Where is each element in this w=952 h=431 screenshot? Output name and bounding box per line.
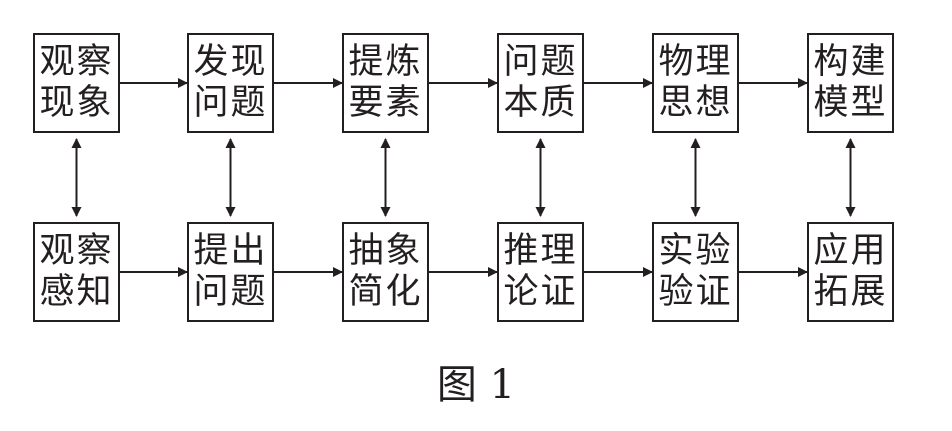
node-label-line: 现象 bbox=[39, 83, 114, 123]
node-label-line: 问题 bbox=[503, 42, 578, 82]
top-node-6: 构建模型 bbox=[807, 33, 894, 133]
node-label-line: 问题 bbox=[193, 83, 268, 123]
node-label-line: 发现 bbox=[193, 42, 268, 82]
top-node-5: 物理思想 bbox=[652, 33, 739, 133]
node-label-line: 模型 bbox=[813, 83, 888, 123]
node-label-line: 抽象 bbox=[348, 231, 423, 271]
node-label-line: 拓展 bbox=[813, 272, 888, 312]
figure-caption: 图 1 bbox=[436, 362, 516, 408]
node-label-line: 论证 bbox=[503, 272, 578, 312]
node-label-line: 构建 bbox=[813, 42, 888, 82]
bottom-node-3: 抽象简化 bbox=[342, 222, 429, 322]
node-label-line: 推理 bbox=[503, 231, 578, 271]
node-label-line: 简化 bbox=[348, 272, 423, 312]
bottom-node-4: 推理论证 bbox=[497, 222, 584, 322]
node-label-line: 提出 bbox=[193, 231, 268, 271]
top-node-1: 观察现象 bbox=[33, 33, 120, 133]
bottom-node-5: 实验验证 bbox=[652, 222, 739, 322]
bottom-node-1: 观察感知 bbox=[33, 222, 120, 322]
bottom-node-6: 应用拓展 bbox=[807, 222, 894, 322]
node-label-line: 要素 bbox=[348, 83, 423, 123]
node-label-line: 本质 bbox=[503, 83, 578, 123]
node-label-line: 提炼 bbox=[348, 42, 423, 82]
node-label-line: 思想 bbox=[658, 83, 733, 123]
node-label-line: 感知 bbox=[39, 272, 114, 312]
top-node-4: 问题本质 bbox=[497, 33, 584, 133]
node-label-line: 观察 bbox=[39, 42, 114, 82]
node-label-line: 问题 bbox=[193, 272, 268, 312]
node-label-line: 应用 bbox=[813, 231, 888, 271]
node-label-line: 实验 bbox=[658, 231, 733, 271]
top-node-2: 发现问题 bbox=[187, 33, 274, 133]
node-label-line: 观察 bbox=[39, 231, 114, 271]
top-node-3: 提炼要素 bbox=[342, 33, 429, 133]
node-label-line: 物理 bbox=[658, 42, 733, 82]
node-label-line: 验证 bbox=[658, 272, 733, 312]
bottom-node-2: 提出问题 bbox=[187, 222, 274, 322]
